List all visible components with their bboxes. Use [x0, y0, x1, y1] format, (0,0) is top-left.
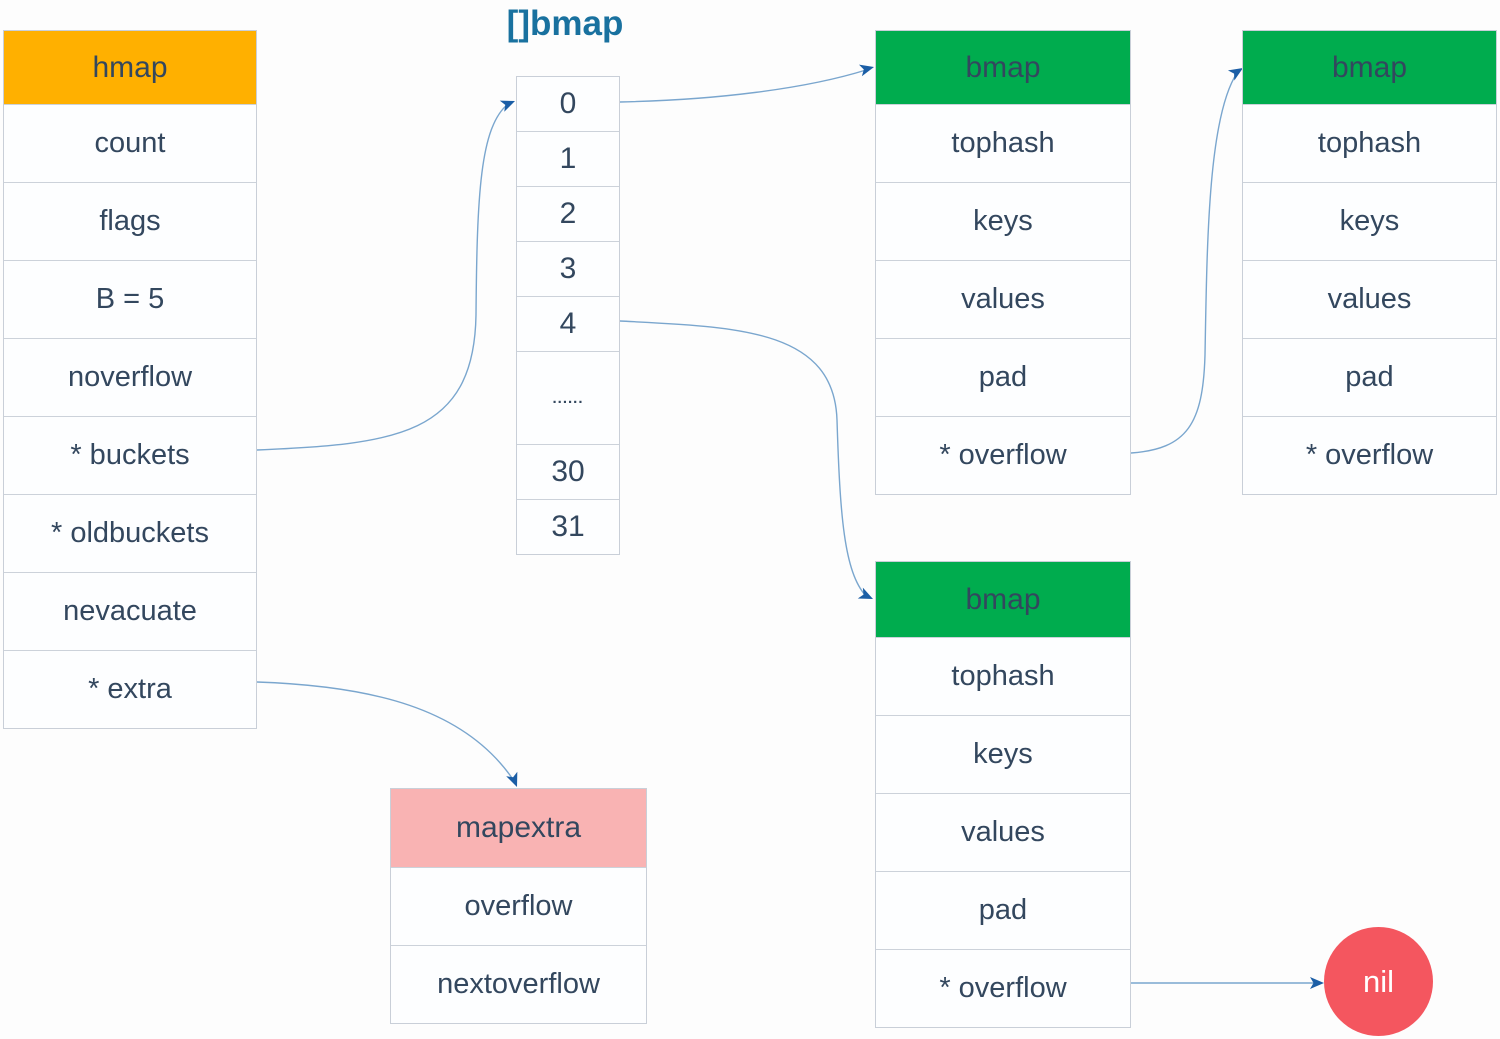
arrow-overflow-to-bmap-right [1130, 72, 1238, 454]
bmap-bottom-header: bmap [876, 562, 1130, 637]
bmap-top-row-values: values [876, 260, 1130, 338]
hmap-row-noverflow: noverflow [4, 338, 256, 416]
bucket-cell-3: 3 [517, 241, 619, 296]
mapextra-row-overflow: overflow [391, 867, 646, 945]
bucket-array: 0 1 2 3 4 ...... 30 31 [516, 76, 620, 555]
bmap-bottom-row-tophash: tophash [876, 637, 1130, 715]
hmap-row-b: B = 5 [4, 260, 256, 338]
bmap-top-row-tophash: tophash [876, 104, 1130, 182]
nil-terminator-circle: nil [1324, 927, 1433, 1036]
bmap-right-row-values: values [1243, 260, 1496, 338]
arrowhead-buckets-to-array [499, 100, 515, 112]
arrowhead-array0-to-bmap-top [858, 64, 874, 77]
arrowhead-overflow-to-nil [1310, 977, 1324, 989]
bmap-struct-overflow-chain: bmap tophash keys values pad * overflow [1242, 30, 1497, 495]
arrow-array0-to-bmap-top [619, 69, 867, 103]
bmap-bottom-row-values: values [876, 793, 1130, 871]
mapextra-struct-table: mapextra overflow nextoverflow [390, 788, 647, 1024]
bmap-bottom-row-overflow: * overflow [876, 949, 1130, 1027]
mapextra-row-nextoverflow: nextoverflow [391, 945, 646, 1023]
arrow-array4-to-bmap-bottom [619, 320, 867, 597]
arrowhead-array4-to-bmap-bottom [857, 587, 873, 599]
arrowhead-extra-to-mapextra [506, 771, 518, 787]
bmap-right-row-keys: keys [1243, 182, 1496, 260]
hmap-header: hmap [4, 31, 256, 104]
bmap-right-row-tophash: tophash [1243, 104, 1496, 182]
bucket-cell-ellipsis: ...... [517, 351, 619, 444]
arrow-buckets-to-array [256, 103, 509, 451]
bmap-top-header: bmap [876, 31, 1130, 104]
bmap-struct-bucket4: bmap tophash keys values pad * overflow [875, 561, 1131, 1028]
bmap-bottom-row-pad: pad [876, 871, 1130, 949]
arrow-extra-to-mapextra [256, 681, 513, 779]
bucket-cell-1: 1 [517, 131, 619, 186]
bmap-top-row-keys: keys [876, 182, 1130, 260]
bmap-bottom-row-keys: keys [876, 715, 1130, 793]
hmap-row-count: count [4, 104, 256, 182]
bmap-right-row-overflow: * overflow [1243, 416, 1496, 494]
hmap-row-extra: * extra [4, 650, 256, 728]
bucket-cell-31: 31 [517, 499, 619, 554]
bmap-right-row-pad: pad [1243, 338, 1496, 416]
hmap-row-nevacuate: nevacuate [4, 572, 256, 650]
hmap-struct-table: hmap count flags B = 5 noverflow * bucke… [3, 30, 257, 729]
bucket-cell-0: 0 [517, 77, 619, 131]
bmap-struct-bucket0: bmap tophash keys values pad * overflow [875, 30, 1131, 495]
bucket-cell-2: 2 [517, 186, 619, 241]
hmap-row-oldbuckets: * oldbuckets [4, 494, 256, 572]
bmap-right-header: bmap [1243, 31, 1496, 104]
hmap-row-flags: flags [4, 182, 256, 260]
hmap-row-buckets: * buckets [4, 416, 256, 494]
bmap-top-row-pad: pad [876, 338, 1130, 416]
bucket-cell-4: 4 [517, 296, 619, 351]
bucket-cell-30: 30 [517, 444, 619, 499]
bucket-array-title: []bmap [506, 4, 624, 43]
mapextra-header: mapextra [391, 789, 646, 867]
bmap-top-row-overflow: * overflow [876, 416, 1130, 494]
